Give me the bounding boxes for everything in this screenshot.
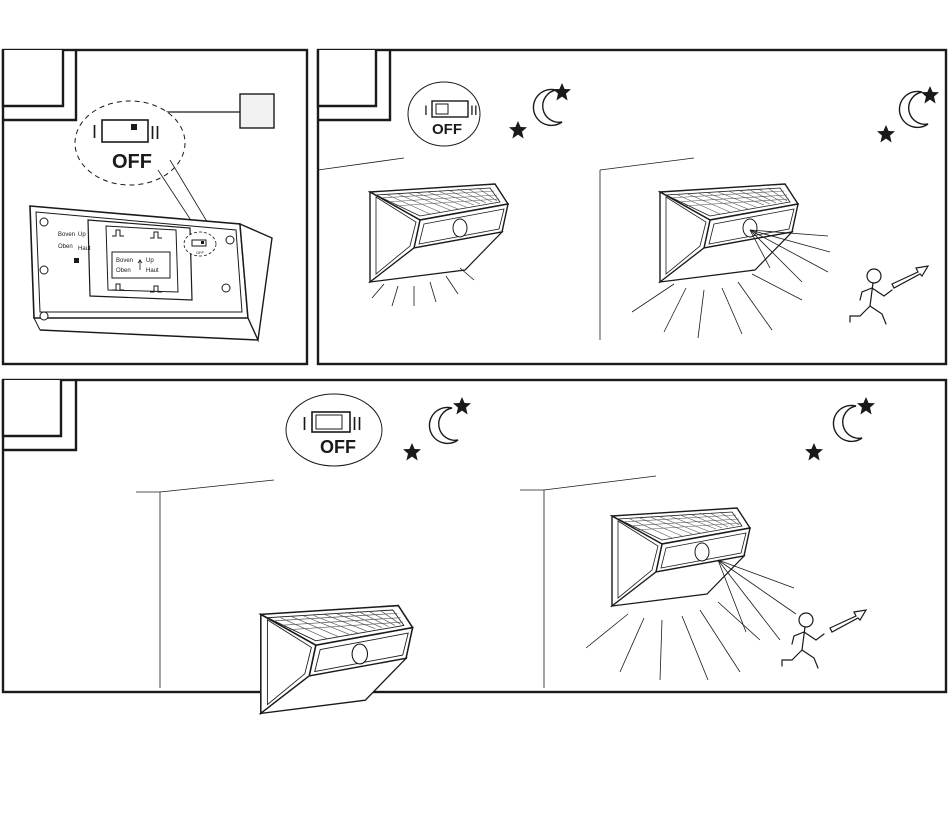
step-number-box (3, 380, 61, 436)
star-icon (403, 443, 421, 461)
callout-box (240, 94, 274, 128)
step-number-box (3, 50, 63, 106)
panel-step-2: I II OFF (318, 50, 946, 364)
switch-mid-symbol: II (470, 102, 478, 118)
star-icon (857, 397, 875, 415)
moon-icon (899, 91, 928, 127)
switch-state-label: OFF (432, 121, 462, 138)
back-label-boven: Boven (58, 232, 75, 238)
star-icon (453, 397, 471, 415)
back-label-up: Up (78, 232, 86, 238)
switch-mid-symbol: II (150, 123, 160, 143)
plate-label-boven: Boven (116, 258, 133, 264)
solar-light-off (261, 606, 413, 714)
moon-icon (429, 407, 458, 443)
panel-step-1: I II OFF (3, 2, 307, 364)
motion-arrow-icon (892, 266, 928, 288)
star-icon (921, 86, 939, 104)
running-person-icon (850, 269, 892, 324)
solar-light-bright (612, 508, 750, 606)
motion-arrow-icon (830, 610, 866, 632)
moon-icon (533, 89, 562, 125)
solar-light-dim (370, 184, 508, 282)
plate-label-oben: Oben (116, 268, 131, 274)
solar-light-bright (660, 184, 798, 282)
switch-small-label: OFF (196, 250, 205, 255)
star-icon (509, 121, 527, 139)
switch-on-symbol: I (424, 102, 428, 118)
panel-step-3: I II OFF (3, 380, 946, 713)
star-icon (877, 125, 895, 143)
moon-icon (833, 405, 862, 441)
plate-label-haut: Haut (146, 268, 159, 274)
star-icon (805, 443, 823, 461)
running-person-icon (782, 613, 824, 668)
back-label-haut: Haut (78, 246, 91, 252)
star-icon (553, 83, 571, 101)
switch-state-label: OFF (320, 437, 356, 457)
back-label-oben: Oben (58, 244, 73, 250)
plate-label-up: Up (146, 258, 154, 264)
lamp-back-view: Boven Up Oben Haut Boven Up Oben Haut OF… (30, 206, 272, 340)
switch-on-symbol: I (302, 414, 307, 434)
step-number-box (318, 50, 376, 106)
switch-on-symbol: I (92, 122, 97, 142)
switch-state-label: OFF (112, 151, 152, 173)
switch-mid-symbol: II (352, 414, 362, 434)
